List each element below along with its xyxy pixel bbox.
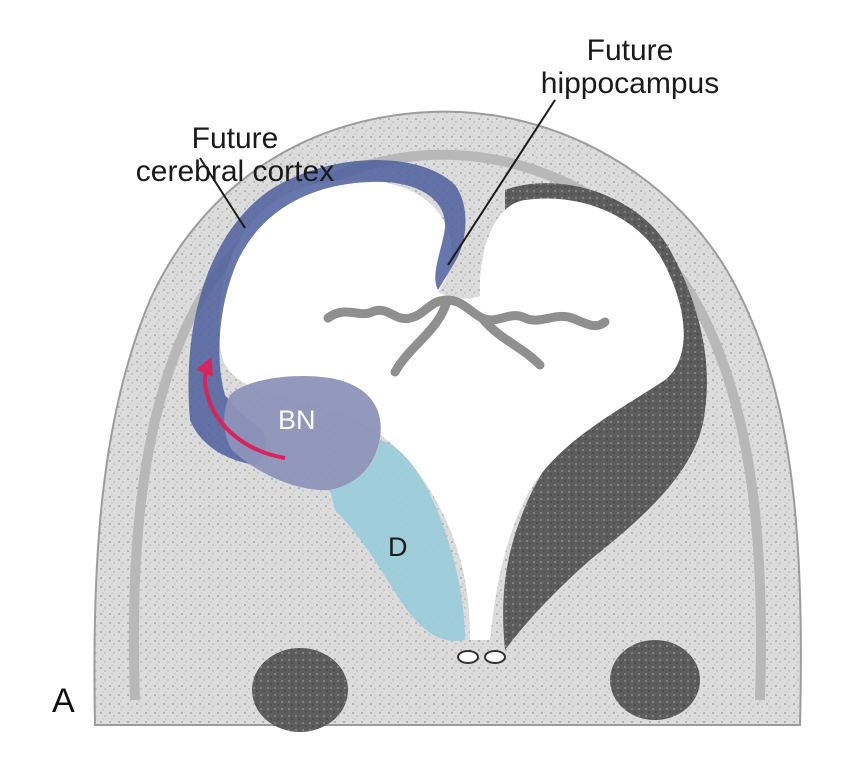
small-duct-right: [484, 650, 506, 664]
d-region: [330, 440, 465, 641]
lateral-ventricle: [219, 179, 684, 640]
dark-blob-right: [610, 640, 700, 720]
cortex-label-line2: cerebral cortex: [135, 155, 335, 188]
curved-arrow-icon: [196, 356, 286, 460]
small-duct-left: [457, 650, 479, 664]
hippocampus-label-line2: hippocampus: [540, 67, 720, 100]
hippocampus-label: Future hippocampus: [530, 34, 730, 100]
choroid-plexus: [323, 295, 610, 377]
hippocampus-label-line1: Future: [586, 34, 674, 67]
d-label: D: [388, 532, 408, 562]
bn-region: [224, 375, 381, 491]
cortex-leader-line: [199, 157, 246, 229]
cortex-label-line1: Future: [191, 122, 279, 155]
bn-label: BN: [278, 405, 316, 435]
panel-letter: A: [52, 682, 75, 720]
future-cerebral-cortex-region: [188, 160, 466, 466]
skull-layer: [128, 149, 766, 701]
dark-blob-left: [252, 648, 348, 732]
cortex-label: Future cerebral cortex: [136, 122, 334, 188]
hippocampus-leader-line: [447, 99, 556, 266]
